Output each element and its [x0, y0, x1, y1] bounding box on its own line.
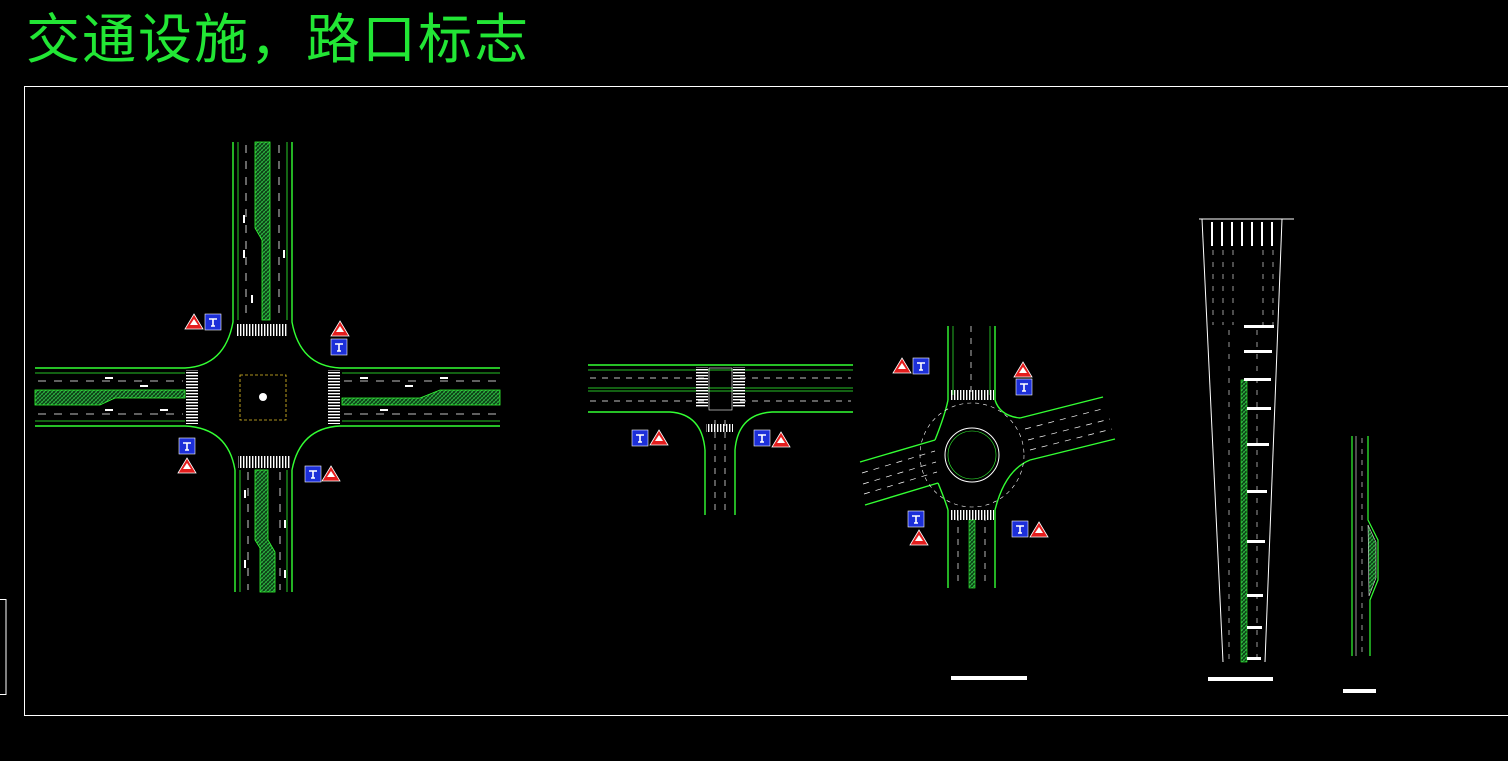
lane-shift-plan	[1343, 436, 1379, 693]
t-intersection-plan	[588, 364, 853, 515]
left-edge-viewport	[0, 599, 7, 695]
lane-taper-plan	[1199, 218, 1294, 681]
drawing-title: 交通设施，路口标志	[26, 8, 530, 71]
roundabout-plan	[859, 326, 1116, 680]
drawing-frame	[24, 86, 1508, 716]
cross-intersection-plan	[34, 141, 501, 593]
